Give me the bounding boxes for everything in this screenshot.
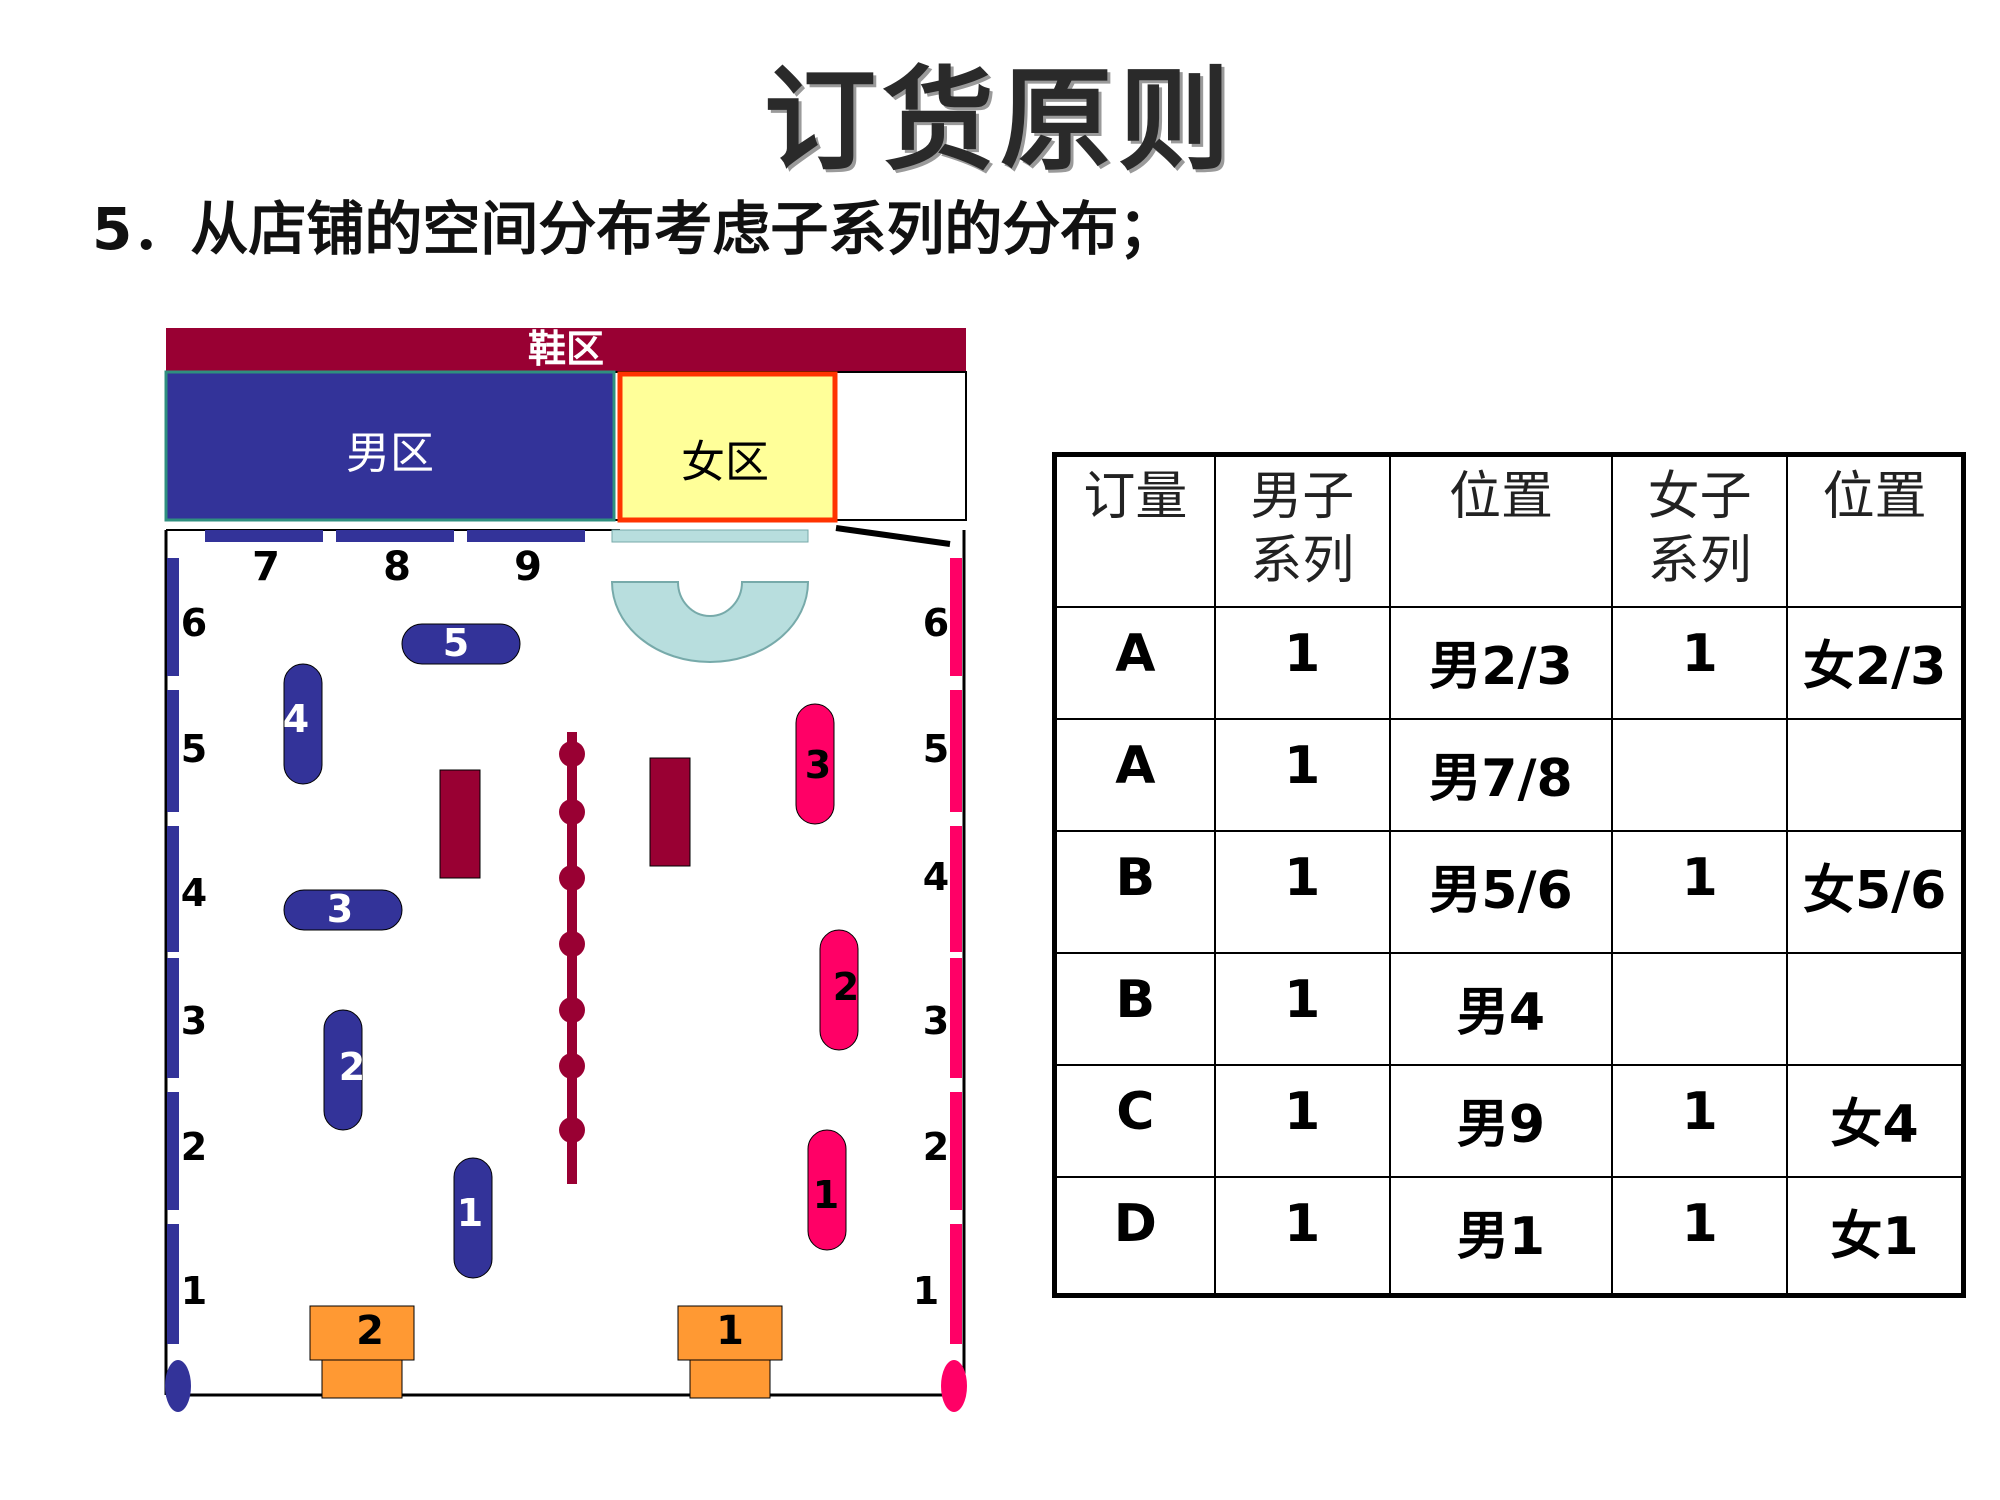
table-row: A 1 男7/8 [1053,717,1965,832]
table-cell [1611,717,1789,832]
top-rack-8 [336,530,454,542]
table-cell: 1 [1213,951,1391,1066]
table-cell: A [1053,717,1216,832]
top-rack-label: 7 [252,544,280,590]
table-cell: 1 [1611,829,1789,954]
table-cell: A [1053,605,1216,720]
header-order-qty: 订量 [1053,453,1216,608]
table-cell: 女1 [1786,1175,1965,1297]
top-rack-9 [467,530,585,542]
entrance-label: 1 [716,1308,744,1354]
left-wall-label: 6 [181,601,207,645]
women-island-2 [819,929,859,1051]
men-island-4 [283,663,323,785]
entrance-label: 2 [356,1308,384,1354]
table-cell: 1 [1213,1175,1391,1297]
page-title: 订货原则 [764,55,1236,186]
right-wall-label: 4 [923,855,949,899]
table-cell: 1 [1611,1175,1789,1297]
table-cell [1611,951,1789,1066]
right-wall-label: 3 [923,999,949,1043]
table-cell: 1 [1611,1063,1789,1178]
header-women-series: 女子系列 [1611,453,1789,608]
table-cell: 女4 [1786,1063,1965,1178]
header-men-position: 位置 [1388,453,1614,608]
left-wall-label: 4 [181,871,207,915]
cashier-counter-top [611,529,809,543]
shoe-zone-label: 鞋区 [528,327,604,371]
table-cell: 男9 [1388,1063,1614,1178]
left-wall-label: 5 [181,727,207,771]
table-cell: B [1053,829,1216,954]
table-cell: 1 [1611,605,1789,720]
left-wall-racks [167,558,179,1344]
right-wall-label: 2 [923,1125,949,1169]
men-island-label: 5 [443,621,469,665]
women-zone-label: 女区 [681,437,769,488]
men-island-label: 1 [457,1191,483,1235]
men-island-5 [401,623,521,665]
table-cell: 1 [1213,1063,1391,1178]
shoe-zone [166,328,966,372]
table-row: C 1 男9 1 女4 [1053,1063,1965,1178]
table-cell [1786,717,1965,832]
door-post-left [165,1360,191,1412]
table-cell: 1 [1213,829,1391,954]
women-island-label: 3 [805,743,831,787]
display-table-left [439,769,481,879]
top-rack-label: 8 [383,544,411,590]
men-island-1 [453,1157,493,1279]
display-table-right [649,757,691,867]
table-header-row: 订量 男子系列 位置 女子系列 位置 [1053,453,1965,608]
right-wall-racks [950,558,962,1344]
header-women-position: 位置 [1786,453,1965,608]
women-island-3 [795,703,835,825]
right-wall-label: 1 [913,1269,939,1313]
left-wall-label: 1 [181,1269,207,1313]
table-row: A 1 男2/3 1 女2/3 [1053,605,1965,720]
table-cell: D [1053,1175,1216,1297]
table-cell: 男5/6 [1388,829,1614,954]
men-island-label: 2 [339,1045,365,1089]
left-wall-label: 2 [181,1125,207,1169]
men-island-label: 4 [283,697,309,741]
men-island-2 [323,1009,363,1131]
table-cell: 男1 [1388,1175,1614,1297]
table-row: D 1 男1 1 女1 [1053,1175,1965,1297]
header-men-series: 男子系列 [1213,453,1391,608]
top-rack-label: 9 [514,544,542,590]
entrance-pedestal-2 [309,1305,415,1361]
left-wall-label: 3 [181,999,207,1043]
order-table: 订量 男子系列 位置 女子系列 位置 A 1 男2/3 1 女2/3 A 1 男… [1052,452,1966,1298]
men-island-label: 3 [327,887,353,931]
men-zone [164,370,616,522]
table-cell: C [1053,1063,1216,1178]
table-cell: 男2/3 [1388,605,1614,720]
table-cell: 男7/8 [1388,717,1614,832]
right-wall-label: 6 [923,601,949,645]
right-wall-label: 5 [923,727,949,771]
men-zone-label: 男区 [346,428,434,479]
table-row: B 1 男4 [1053,951,1965,1066]
cashier-counter [610,581,810,663]
table-cell: 女2/3 [1786,605,1965,720]
top-rack-7 [205,530,323,542]
entrance-pedestal-1 [677,1305,783,1361]
women-island-label: 2 [833,965,859,1009]
men-island-3 [283,889,403,931]
table-row: B 1 男5/6 1 女5/6 [1053,829,1965,954]
table-cell: 男4 [1388,951,1614,1066]
table-cell: 1 [1213,605,1391,720]
women-island-label: 1 [813,1173,839,1217]
door-post-right [941,1360,967,1412]
table-cell [1786,951,1965,1066]
table-cell: 女5/6 [1786,829,1965,954]
center-pole-rack [559,732,585,1184]
women-island-1 [807,1129,847,1251]
page-subtitle: 5．从店铺的空间分布考虑子系列的分布； [92,195,1177,263]
women-zone [617,371,838,523]
table-cell: B [1053,951,1216,1066]
table-cell: 1 [1213,717,1391,832]
